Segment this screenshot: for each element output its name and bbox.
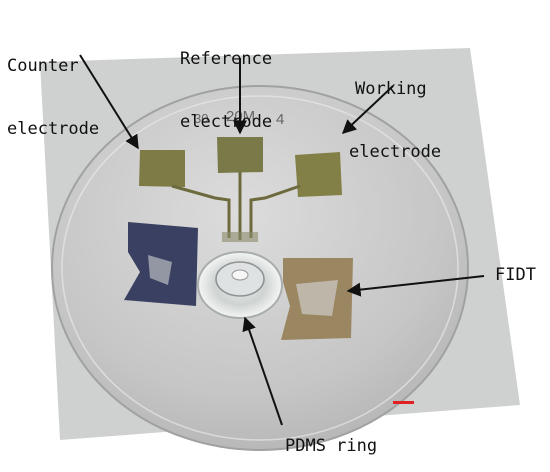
- counter-arrow: [79, 54, 139, 150]
- right-idt-cutout: [296, 280, 338, 316]
- working-electrode-pad: [295, 152, 342, 197]
- working-electrode-line1: Working: [355, 79, 427, 99]
- trace-base: [222, 232, 258, 242]
- scale-bar: [393, 401, 414, 404]
- reference-electrode-line2: electrode: [180, 112, 273, 132]
- fidt-label: FIDT: [495, 265, 536, 285]
- pdms-ring-label: PDMS ring: [285, 436, 378, 456]
- left-idt-cutout: [148, 255, 172, 285]
- wafer-text-left: 30: [194, 111, 208, 126]
- counter-electrode-label: Counter electrode: [7, 14, 99, 182]
- fidt-arrow: [346, 275, 485, 297]
- reference-electrode-pad: [217, 137, 263, 173]
- wafer-text-right: 4: [276, 111, 284, 128]
- working-electrode-label: Working electrode: [349, 37, 441, 205]
- counter-electrode-pad: [139, 150, 185, 187]
- counter-electrode-line2: electrode: [7, 119, 100, 139]
- pdms-ring-center: [231, 269, 249, 281]
- pdms-arrow: [242, 316, 283, 426]
- reference-electrode-label: Reference electrode: [180, 7, 272, 175]
- wafer-highlight: [61, 95, 459, 441]
- counter-electrode-line1: Counter: [7, 56, 79, 76]
- working-electrode-line2: electrode: [349, 142, 442, 162]
- electrode-traces: [171, 172, 301, 240]
- reference-electrode-line1: Reference: [180, 49, 273, 69]
- working-arrow: [341, 85, 394, 134]
